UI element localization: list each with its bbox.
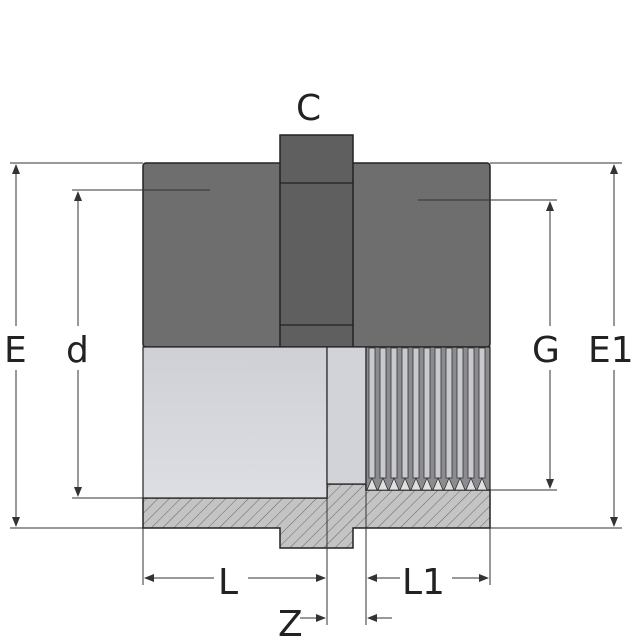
- thread-ridge: [423, 347, 431, 479]
- thread-tooth: [410, 476, 422, 491]
- thread-ridge: [412, 347, 420, 479]
- thread-ridge: [379, 347, 387, 479]
- thread-ridge: [467, 347, 475, 479]
- thread-tooth: [476, 476, 488, 491]
- label-d: d: [66, 330, 89, 371]
- label-G: G: [532, 330, 560, 371]
- thread-tooth: [443, 476, 455, 491]
- thread-ridge: [368, 347, 376, 479]
- thread-tooth: [421, 476, 433, 491]
- thread-tooth: [454, 476, 466, 491]
- thread-ridge: [401, 347, 409, 479]
- label-E1: E1: [588, 330, 634, 371]
- thread-ridge: [478, 347, 486, 479]
- label-C: C: [296, 88, 321, 129]
- thread-tooth: [399, 476, 411, 491]
- thread-tooth: [388, 476, 400, 491]
- thread-tooth: [377, 476, 389, 491]
- thread-ridge: [445, 347, 453, 479]
- socket-bore: [142, 346, 328, 499]
- step-bore: [326, 346, 367, 485]
- hub: [279, 134, 354, 348]
- label-L1: L1: [402, 562, 445, 603]
- thread-tooth: [366, 476, 378, 491]
- label-Z: Z: [278, 604, 303, 642]
- internal-thread: [365, 346, 491, 491]
- thread-ridge: [390, 347, 398, 479]
- thread-tooth: [432, 476, 444, 491]
- label-L: L: [218, 562, 238, 603]
- thread-tooth: [465, 476, 477, 491]
- thread-ridge: [434, 347, 442, 479]
- thread-ridge: [456, 347, 464, 479]
- label-E: E: [4, 330, 27, 371]
